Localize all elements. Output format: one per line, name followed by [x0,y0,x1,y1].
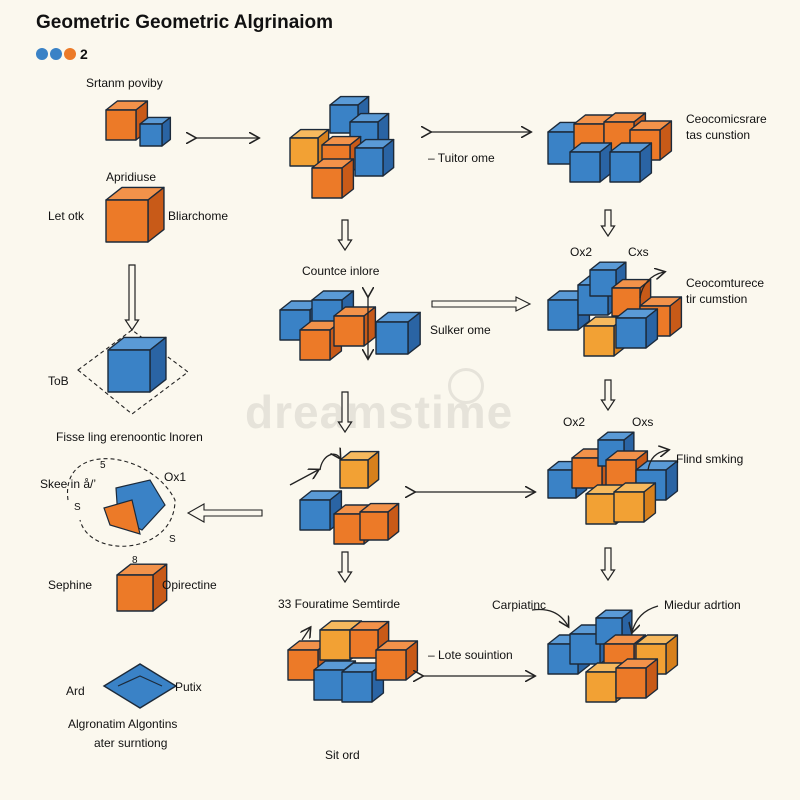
legend-dots: 2 [36,46,88,62]
arrow-icon [289,470,318,486]
label-fisse: Fisse ling erenoontic lnoren [56,430,203,444]
dashed-guide [67,458,176,547]
label-ox2a: Ox2 [570,245,593,259]
label-skee: Skee in å/’ [40,477,97,491]
label-sephine: Sephine [48,578,93,592]
label-cxs: Cxs [628,245,649,259]
cube-icon [615,658,659,699]
label-opirectine: Opirectine [162,578,217,592]
label-sa: S [74,502,81,513]
cube-icon [609,142,653,183]
label-sitord: Sit ord [325,748,360,762]
label-srtanm: Srtanm poviby [86,76,163,90]
label-tob: ToB [48,374,69,388]
label-algron2: ater surntiong [94,736,168,750]
label-sb: S [169,534,176,545]
label-algron1: Algronatim Algontins [68,717,178,731]
cube-icon [333,306,377,347]
orange-dot [64,48,76,60]
right-arrow-icon [431,296,532,312]
label-ard: Ard [66,684,85,698]
cube-icon [103,499,141,535]
cube-icon [116,563,168,612]
label-countce: Countce inlore [302,264,380,278]
watermark: dreamstime [245,386,514,438]
label-ceomturece2: tir cumstion [686,292,748,306]
label-lote: – Lote souintion [428,648,513,662]
cube-icon [107,336,167,393]
left-arrow-icon [186,503,263,523]
label-s5: 5 [100,460,106,471]
cube-icon [311,158,355,199]
label-oxs: Oxs [632,415,654,429]
label-miedur: Miedur adrtion [664,598,741,612]
down-arrow-icon [337,391,353,434]
label-apridiuse: Apridiuse [106,170,157,184]
down-arrow-icon [600,547,616,582]
step-count: 2 [80,46,88,62]
label-tutor: – Tuitor ome [428,151,495,165]
label-carpiatinc: Carpiatinc [492,598,547,612]
label-ox2b: Ox2 [563,415,586,429]
cube-icon [354,138,395,177]
cube-icon [375,640,419,681]
cube-icon [569,142,613,183]
watermark-circle [448,368,484,404]
down-arrow-icon [124,264,140,332]
cube-icon [615,308,659,349]
curved-arrow-icon [531,608,568,626]
label-ceocomc2: tas cunstion [686,128,751,142]
curved-arrow-icon [632,605,659,632]
label-33: 33 Fouratime Semtirde [278,597,401,611]
curved-arrow-icon [639,272,664,299]
cube-icon [359,502,400,541]
blue-dot [36,48,48,60]
label-ceomturece1: Ceocomturece [686,276,765,290]
blue-dot [50,48,62,60]
diagram-title: Geometric Geometric Algrinaiom [36,12,334,33]
curved-arrow-icon [319,454,340,471]
cube-icon [613,482,657,523]
cube-icon [139,116,172,147]
label-sulker: Sulker ome [430,323,491,337]
label-putix: Putix [175,680,202,694]
cube-icon [375,311,421,355]
dashed-guide [77,329,189,415]
label-ox1: Ox1 [164,470,187,484]
cube-edge [117,675,163,687]
down-arrow-icon [337,219,353,252]
down-arrow-icon [337,551,353,584]
arrow-icon [302,628,310,641]
label-letotk: Let otk [48,209,85,223]
label-ceocomc1: Ceocomicsrare [686,112,767,126]
cube-icon [339,450,380,489]
cube-icon [102,663,178,709]
label-s8: 8 [132,555,138,566]
label-flind: Flind smking [676,452,744,466]
label-bliarchome: Bliarchome [168,209,229,223]
down-arrow-icon [600,379,616,412]
curved-arrow-icon [647,450,668,471]
down-arrow-icon [600,209,616,238]
cube-icon [105,186,165,243]
